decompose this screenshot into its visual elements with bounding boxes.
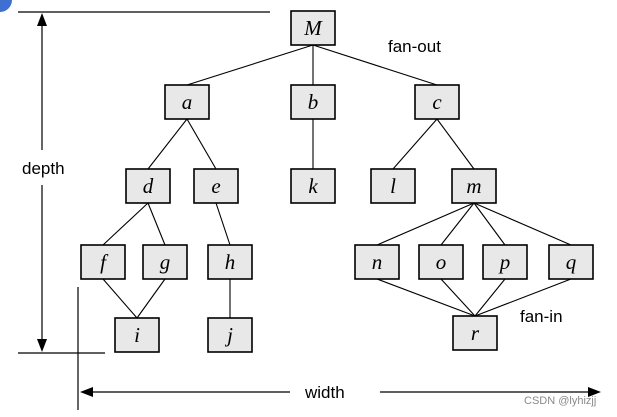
node-box [207, 317, 253, 353]
node-label: n [372, 250, 383, 274]
node-k: k [290, 168, 336, 204]
edge-p-r [474, 278, 506, 317]
node-box [142, 244, 188, 280]
edge-c-l [392, 118, 438, 170]
fan-out-label: fan-out [388, 37, 441, 56]
depth-arrowhead-up [37, 13, 47, 26]
node-label: M [303, 16, 323, 40]
node-label: d [143, 174, 154, 198]
node-label: g [160, 250, 171, 274]
depth-label: depth [22, 159, 65, 178]
node-box [114, 317, 160, 353]
node-l: l [370, 168, 416, 204]
edge-d-f [102, 202, 149, 246]
edge-q-r [474, 278, 572, 317]
node-label: c [432, 90, 442, 114]
edge-d-g [147, 202, 166, 246]
node-i: i [114, 317, 160, 353]
node-box [164, 84, 210, 120]
node-box [414, 84, 460, 120]
corner-mark [0, 0, 12, 12]
node-r: r [452, 315, 498, 351]
node-b: b [290, 84, 336, 120]
depth-arrowhead-down [37, 339, 47, 352]
edge-m-n [376, 202, 475, 246]
node-box [80, 244, 126, 280]
node-j: j [207, 317, 253, 353]
node-h: h [207, 244, 253, 280]
node-box [548, 244, 594, 280]
node-label: m [466, 174, 481, 198]
width-arrowhead-right [588, 387, 601, 397]
edge-m-q [473, 202, 572, 246]
node-label: a [182, 90, 193, 114]
node-box [451, 168, 497, 204]
node-box [290, 84, 336, 120]
edge-M-a [186, 44, 314, 86]
node-label: e [211, 174, 220, 198]
node-label: j [224, 323, 233, 347]
edge-a-d [147, 118, 188, 170]
node-d: d [125, 168, 171, 204]
edge-M-c [312, 44, 438, 86]
node-c: c [414, 84, 460, 120]
edge-m-p [473, 202, 506, 246]
depth-dimension: depth [18, 11, 270, 354]
width-label: width [304, 383, 345, 402]
node-M: M [290, 10, 336, 46]
edge-m-o [440, 202, 475, 246]
node-f: f [80, 244, 126, 280]
node-e: e [193, 168, 239, 204]
edges-layer [102, 44, 572, 319]
node-box [290, 10, 336, 46]
node-label: r [471, 321, 480, 345]
node-box [193, 168, 239, 204]
node-label: f [100, 250, 109, 274]
edge-o-r [440, 278, 476, 317]
edge-a-e [186, 118, 217, 170]
node-box [418, 244, 464, 280]
node-box [482, 244, 528, 280]
edge-n-r [376, 278, 476, 317]
node-box [125, 168, 171, 204]
node-label: h [225, 250, 236, 274]
nodes-layer: Ma b c d e k l m f g h n o p q i j r [80, 10, 594, 353]
node-label: l [390, 174, 396, 198]
edge-e-h [215, 202, 231, 246]
node-box [354, 244, 400, 280]
node-label: k [308, 174, 318, 198]
node-box [452, 315, 498, 351]
node-box [370, 168, 416, 204]
node-box [290, 168, 336, 204]
node-o: o [418, 244, 464, 280]
edge-c-m [436, 118, 475, 170]
fan-in-label: fan-in [520, 307, 563, 326]
node-a: a [164, 84, 210, 120]
node-box [207, 244, 253, 280]
node-label: q [566, 250, 577, 274]
node-q: q [548, 244, 594, 280]
node-label: p [498, 250, 511, 274]
width-arrowhead-left [80, 387, 93, 397]
watermark: CSDN @lyhizjj [524, 395, 596, 407]
width-dimension: width [77, 287, 601, 410]
node-n: n [354, 244, 400, 280]
node-label: i [134, 323, 140, 347]
node-label: o [436, 250, 447, 274]
node-label: b [308, 90, 319, 114]
edge-g-i [136, 278, 166, 319]
edge-f-i [102, 278, 138, 319]
node-p: p [482, 244, 528, 280]
node-m: m [451, 168, 497, 204]
node-g: g [142, 244, 188, 280]
